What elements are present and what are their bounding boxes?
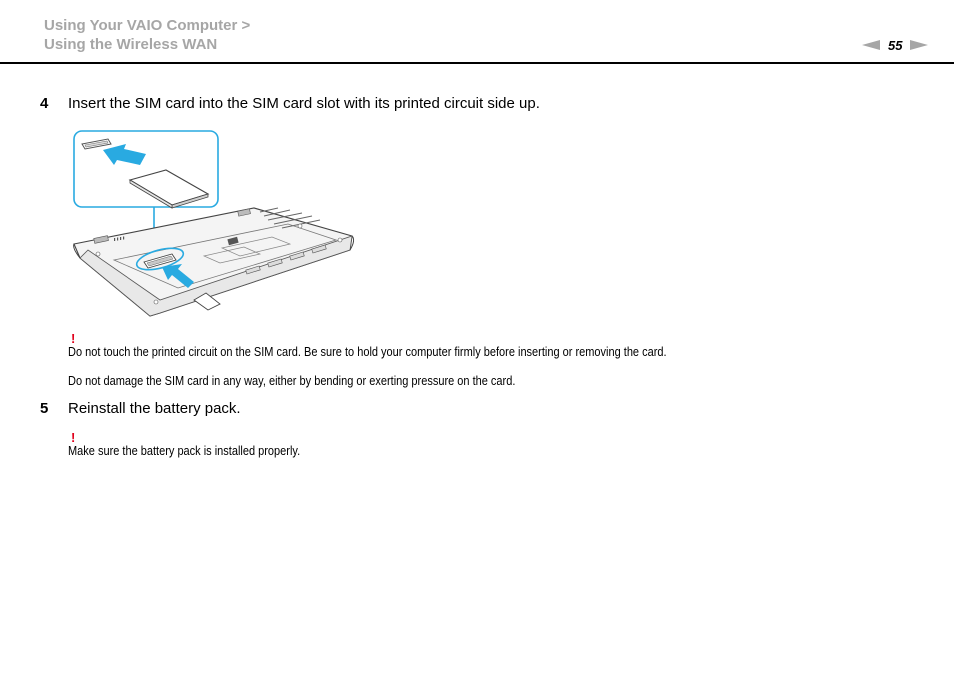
step-number: 4 [40,95,49,112]
step-5: 5 Reinstall the battery pack. [40,400,241,418]
note-text: Do not damage the SIM card in any way, e… [68,374,516,388]
breadcrumb-section[interactable]: Using Your VAIO Computer > [44,17,251,34]
breadcrumb-topic[interactable]: Using the Wireless WAN [44,36,218,53]
page-number: 55 [888,37,903,53]
sim-card-insertion-illustration [73,130,355,317]
page-header: Using Your VAIO Computer > Using the Wir… [0,0,954,64]
caution-icon: ! [71,331,76,346]
header-divider [0,62,954,64]
note-text: Make sure the battery pack is installed … [68,444,301,458]
previous-page-icon[interactable] [862,40,880,50]
insert-arrow-icon [103,144,146,165]
next-page-icon[interactable] [910,40,929,50]
step-number: 5 [40,400,49,417]
laptop-underside [73,207,355,317]
page-navigation: 55 [862,36,929,54]
sim-slot-closeup [81,138,112,150]
sim-card-icon [128,169,210,209]
step-text: Insert the SIM card into the SIM card sl… [68,95,540,112]
note-text: Do not touch the printed circuit on the … [68,345,667,359]
breadcrumb: Using Your VAIO Computer > Using the Wir… [44,16,250,54]
caution-icon: ! [71,430,76,445]
slot-arrow-icon [162,264,194,288]
step-text: Reinstall the battery pack. [68,400,241,417]
step-4: 4 Insert the SIM card into the SIM card s… [40,95,540,113]
